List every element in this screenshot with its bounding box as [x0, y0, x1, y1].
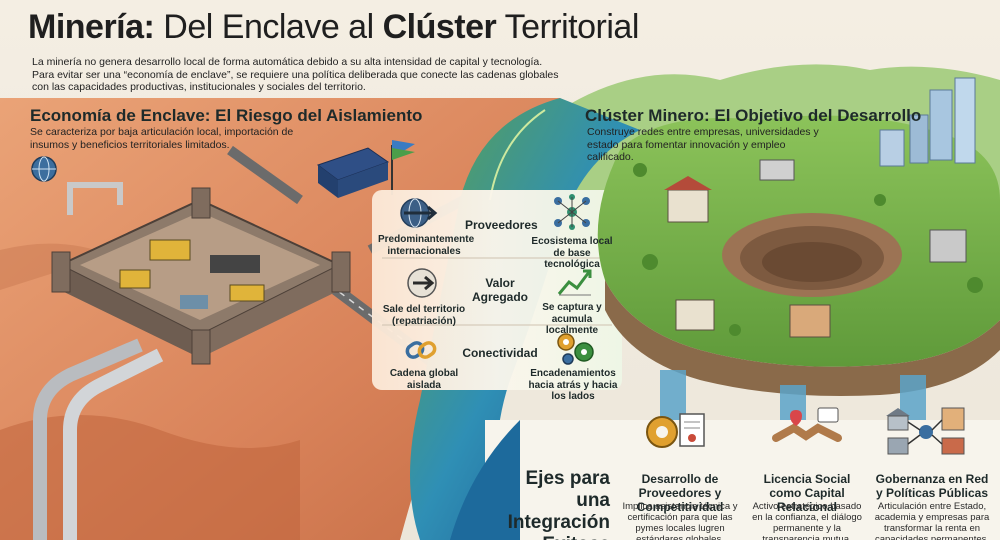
axes-heading: Ejes para una Integración Exitosa	[507, 468, 610, 540]
governance-network-icon	[886, 407, 965, 455]
cluster-description: Construye redes entre empresas, universi…	[587, 126, 819, 163]
gears-icon	[557, 333, 594, 365]
globe-icon	[31, 156, 57, 182]
enclave-title: Economía de Enclave: El Riesgo del Aisla…	[30, 106, 423, 125]
title-part-4: Territorial	[496, 8, 640, 46]
axis-title-suppliers: Desarrollo de Proveedores y Competitivid…	[636, 472, 724, 514]
row-right-providers: Ecosistema local de base tecnológica	[531, 236, 613, 270]
title-part-1: Minería:	[28, 8, 155, 46]
row-left-value: Sale del territorio (repatriación)	[382, 304, 466, 327]
row-title-value: Valor Agregado	[471, 276, 528, 304]
row-title-providers: Proveedores	[465, 218, 538, 232]
row-right-value: Se captura y acumula localmente	[542, 302, 602, 336]
axis-desc-suppliers: Implica asistencia técnica y certificaci…	[622, 501, 738, 540]
row-left-providers: Predominantemente internacionales	[378, 234, 475, 257]
row-left-connectivity: Cadena global aislada	[389, 368, 459, 391]
row-right-connectivity: Encadenamientos hacia atrás y hacia los …	[528, 368, 618, 402]
network-icon	[554, 194, 590, 230]
page-title: Minería: Del Enclave al Clúster Territor…	[28, 8, 639, 47]
growth-chart-icon	[557, 269, 592, 296]
handshake-icon	[772, 407, 842, 442]
title-part-2: Del Enclave al	[154, 8, 383, 46]
enclave-description: Se caracteriza por baja articulación loc…	[30, 126, 294, 151]
axis-desc-governance: Articulación entre Estado, academia y em…	[874, 501, 990, 540]
axis-title-governance: Gobernanza en Red y Políticas Públicas	[875, 472, 989, 500]
exit-arrow-icon	[407, 268, 437, 298]
axis-desc-social-license: Activo estratégico basado en la confianz…	[752, 501, 862, 540]
intro-text: La minería no genera desarrollo local de…	[32, 56, 559, 93]
title-part-3: Clúster	[382, 8, 497, 46]
globe-arrow-icon	[400, 198, 438, 228]
axis-title-social-license: Licencia Social como Capital Relacional	[763, 472, 851, 514]
chain-link-icon	[405, 341, 437, 359]
gear-certificate-icon	[646, 413, 705, 448]
row-title-connectivity: Conectividad	[462, 346, 538, 360]
cluster-title: Clúster Minero: El Objetivo del Desarrol…	[585, 106, 922, 125]
